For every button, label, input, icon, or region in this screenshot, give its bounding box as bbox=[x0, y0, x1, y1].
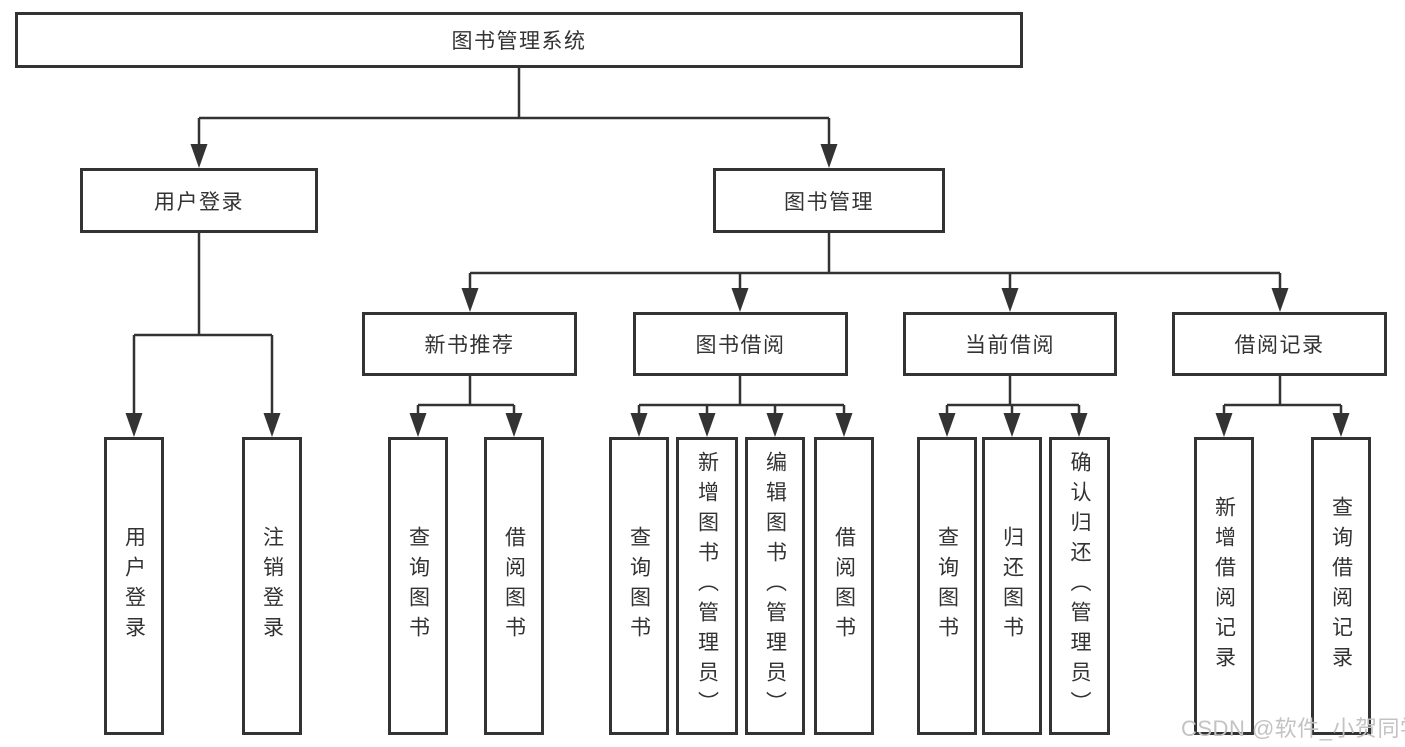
leaf-return-book: 归还图书 bbox=[982, 437, 1042, 735]
arrowhead bbox=[1070, 413, 1088, 437]
arrowhead bbox=[505, 413, 523, 437]
arrowhead bbox=[938, 413, 956, 437]
node-label: 查询借阅记录 bbox=[1329, 496, 1353, 676]
leaf-query-books-recommend: 查询图书 bbox=[388, 437, 448, 735]
connector-root-to-level2 bbox=[197, 68, 831, 148]
node-label: 借阅图书 bbox=[832, 526, 856, 646]
leaf-borrow-books-borrowing: 借阅图书 bbox=[814, 437, 874, 735]
arrowhead bbox=[125, 413, 143, 437]
arrowhead bbox=[263, 413, 281, 437]
leaf-logout: 注销登录 bbox=[242, 437, 302, 735]
connector-records-to-leaves bbox=[1222, 376, 1343, 417]
arrowhead bbox=[1215, 413, 1233, 437]
leaf-add-book-admin: 新增图书（管理员） bbox=[676, 437, 738, 735]
csdn-watermark: CSDN @软件_小贺同学 bbox=[1181, 716, 1405, 741]
leaf-borrow-books-recommend: 借阅图书 bbox=[484, 437, 544, 735]
arrowhead bbox=[731, 288, 749, 312]
node-label: 借阅记录 bbox=[1234, 334, 1325, 357]
node-borrowing-records: 借阅记录 bbox=[1172, 312, 1387, 376]
node-label: 用户登录 bbox=[122, 526, 146, 646]
arrowhead bbox=[698, 413, 716, 437]
connector-current-to-leaves bbox=[945, 376, 1081, 417]
connector-newbook-to-leaves bbox=[416, 376, 516, 417]
connector-userlogin-to-leaves bbox=[132, 233, 274, 417]
node-label: 注销登录 bbox=[260, 526, 284, 646]
node-label: 确认归还（管理员） bbox=[1068, 451, 1091, 721]
node-book-borrowing: 图书借阅 bbox=[633, 312, 848, 376]
node-label: 借阅图书 bbox=[502, 526, 526, 646]
node-book-management: 图书管理 bbox=[713, 168, 945, 233]
arrowhead bbox=[1001, 288, 1019, 312]
arrowhead bbox=[461, 288, 479, 312]
connector-bookmgmt-to-level3 bbox=[468, 233, 1282, 292]
leaf-query-books-borrowing: 查询图书 bbox=[609, 437, 669, 735]
arrowhead bbox=[835, 413, 853, 437]
arrowhead bbox=[1271, 288, 1289, 312]
node-current-borrowing: 当前借阅 bbox=[903, 312, 1117, 376]
node-label: 查询图书 bbox=[406, 526, 430, 646]
node-label: 当前借阅 bbox=[965, 334, 1055, 357]
arrowhead bbox=[409, 413, 427, 437]
node-new-book-recommend: 新书推荐 bbox=[362, 312, 577, 376]
node-label: 图书管理系统 bbox=[451, 30, 587, 53]
arrowhead bbox=[190, 144, 208, 168]
node-label: 归还图书 bbox=[1000, 526, 1024, 646]
leaf-query-borrow-record: 查询借阅记录 bbox=[1311, 437, 1371, 735]
node-label: 查询图书 bbox=[627, 526, 651, 646]
node-label: 新增借阅记录 bbox=[1212, 496, 1236, 676]
node-label: 新书推荐 bbox=[424, 334, 515, 357]
arrowhead bbox=[766, 413, 784, 437]
leaf-confirm-return-admin: 确认归还（管理员） bbox=[1049, 437, 1110, 735]
node-user-login: 用户登录 bbox=[80, 168, 318, 233]
node-label: 图书借阅 bbox=[695, 334, 786, 357]
arrowhead bbox=[1332, 413, 1350, 437]
node-label: 新增图书（管理员） bbox=[695, 451, 719, 721]
leaf-user-login: 用户登录 bbox=[104, 437, 164, 735]
arrowhead bbox=[630, 413, 648, 437]
node-label: 编辑图书（管理员） bbox=[763, 451, 787, 721]
node-label: 查询图书 bbox=[935, 526, 959, 646]
arrowhead bbox=[820, 144, 838, 168]
arrowhead bbox=[1003, 413, 1021, 437]
leaf-edit-book-admin: 编辑图书（管理员） bbox=[745, 437, 805, 735]
leaf-query-books-current: 查询图书 bbox=[917, 437, 977, 735]
node-library-system: 图书管理系统 bbox=[15, 12, 1023, 68]
node-label: 图书管理 bbox=[784, 190, 874, 214]
node-label: 用户登录 bbox=[154, 190, 244, 214]
connector-borrowing-to-leaves bbox=[637, 376, 846, 417]
leaf-add-borrow-record: 新增借阅记录 bbox=[1194, 437, 1254, 735]
